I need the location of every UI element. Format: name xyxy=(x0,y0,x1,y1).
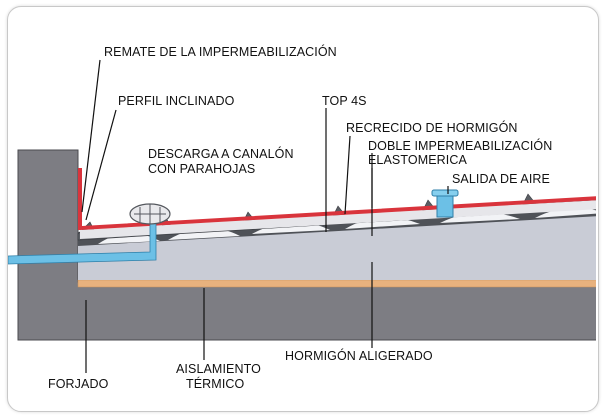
leaf-guard-ribs xyxy=(134,204,166,224)
label-doble-2: ELASTOMERICA xyxy=(368,153,467,167)
label-aislamiento-2: TÉRMICO xyxy=(186,376,245,391)
leader-lines xyxy=(81,59,449,373)
label-remate: REMATE DE LA IMPERMEABILIZACIÓN xyxy=(104,44,337,59)
insulation-layer xyxy=(77,279,596,288)
label-recrecido: RECRECIDO DE HORMIGÓN xyxy=(346,120,518,135)
air-outlet xyxy=(436,192,454,218)
drainage-dome xyxy=(535,207,596,218)
label-descarga-1: DESCARGA A CANALÓN xyxy=(148,146,294,161)
label-perfil: PERFIL INCLINADO xyxy=(118,94,235,108)
drainage-dome xyxy=(440,212,520,223)
label-salida: SALIDA DE AIRE xyxy=(452,172,550,186)
label-forjado: FORJADO xyxy=(48,377,109,391)
label-top4s: TOP 4S xyxy=(322,94,367,108)
air-outlet-cap xyxy=(431,189,459,197)
lightweight-concrete xyxy=(78,214,596,280)
waterproofing-membrane xyxy=(78,168,596,230)
forjado-slab xyxy=(17,149,596,341)
label-descarga-2: CON PARAHOJAS xyxy=(148,162,255,176)
label-hormigon: HORMIGÓN ALIGERADO xyxy=(285,348,433,363)
concrete-screed xyxy=(80,200,596,239)
label-doble-1: DOBLE IMPERMEABILIZACIÓN xyxy=(368,138,552,153)
label-aislamiento-1: AISLAMIENTO xyxy=(176,362,261,376)
